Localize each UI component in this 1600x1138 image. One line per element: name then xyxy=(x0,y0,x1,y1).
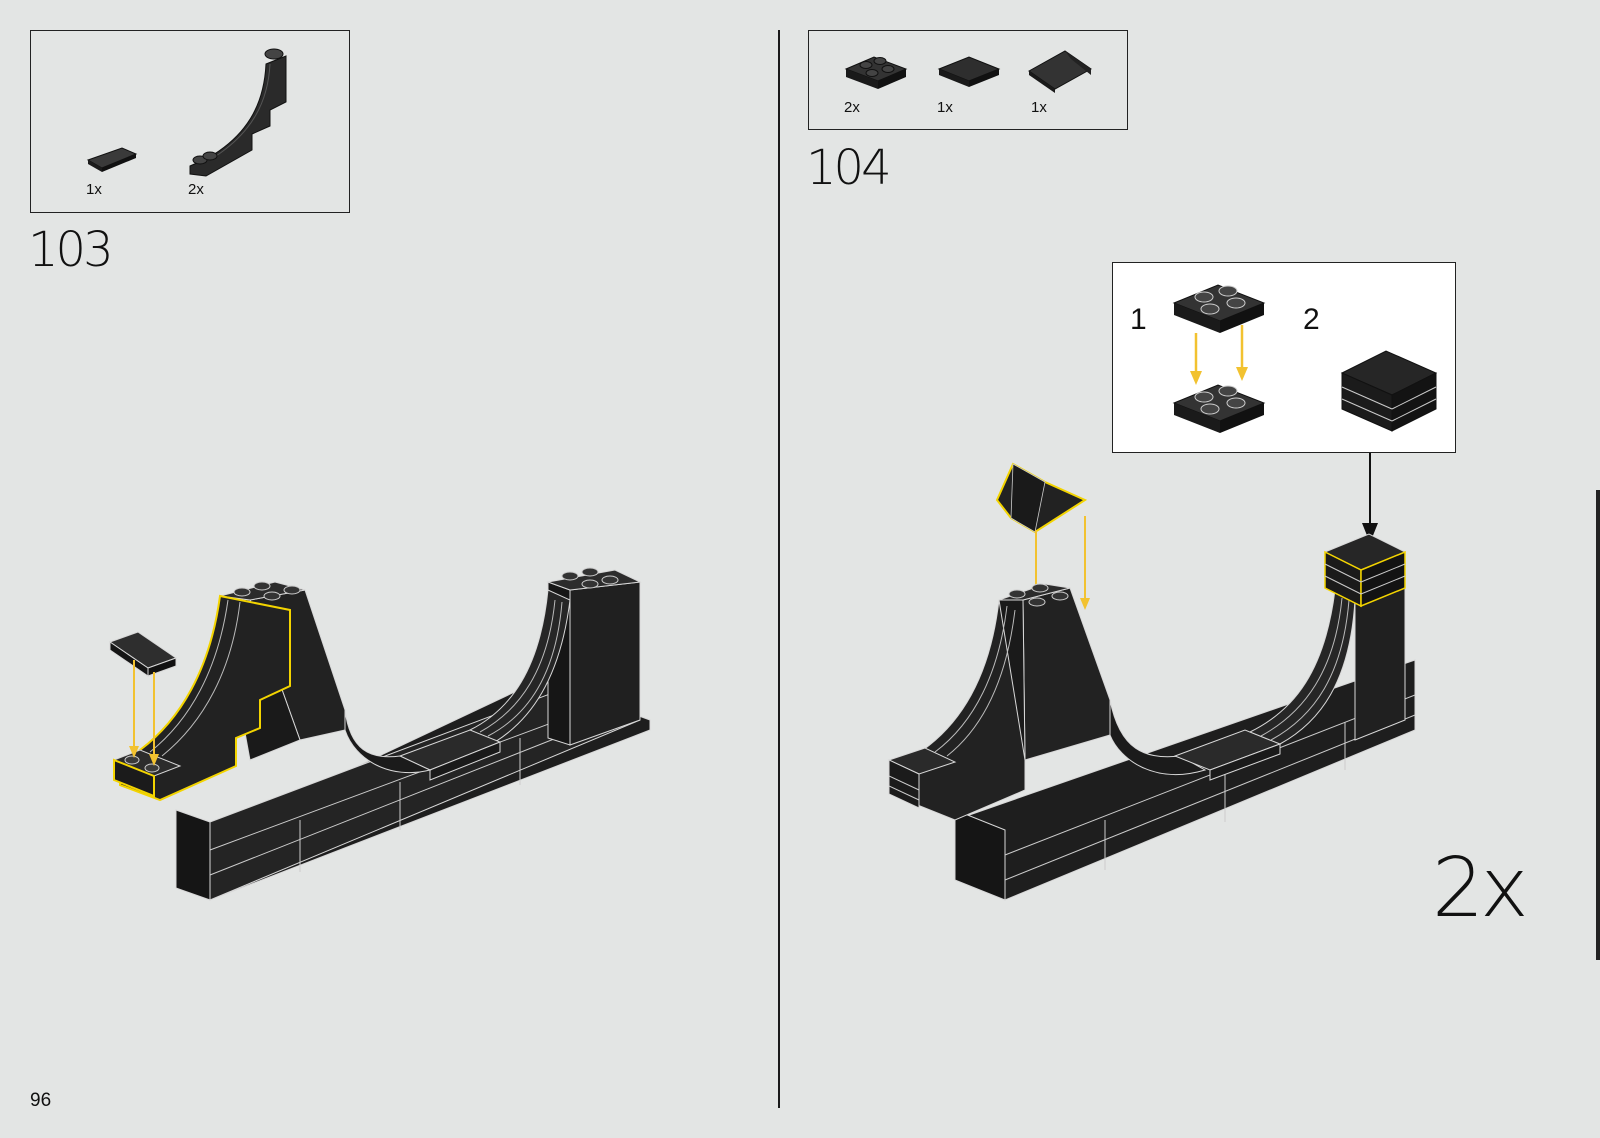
part-qty-tile: 1x xyxy=(86,181,102,198)
multiplier-label: 2x xyxy=(1432,848,1525,930)
curved-arch-icon xyxy=(186,46,306,176)
sub-step-2-label: 2 xyxy=(1303,303,1320,337)
part-qty-arch: 2x xyxy=(188,181,204,198)
step-103-parts-box: 1x 2x xyxy=(30,30,350,213)
step-103-assembly xyxy=(100,560,660,920)
page-edge-marker xyxy=(1596,490,1600,960)
part-qty-tile-2x2: 1x xyxy=(937,99,953,116)
sub-step-2-diagram xyxy=(1338,343,1443,438)
slope-icon xyxy=(1027,49,1097,94)
sub-step-1-diagram xyxy=(1168,275,1278,440)
sub-step-1-label: 1 xyxy=(1130,303,1147,337)
step-number-104: 104 xyxy=(806,144,889,192)
step-number-103: 103 xyxy=(28,226,111,274)
step-104-parts-box: 2x 1x 1x xyxy=(808,30,1128,130)
tile-2x2-icon xyxy=(937,53,1002,93)
sub-assembly-callout: 1 2 xyxy=(1112,262,1456,453)
step-104-assembly xyxy=(895,460,1455,920)
tile-1x2-icon xyxy=(86,146,146,176)
plate-2x2-icon xyxy=(844,49,909,94)
page-number: 96 xyxy=(30,1090,51,1112)
page-divider xyxy=(778,30,780,1108)
part-qty-plate: 2x xyxy=(844,99,860,116)
part-qty-slope: 1x xyxy=(1031,99,1047,116)
